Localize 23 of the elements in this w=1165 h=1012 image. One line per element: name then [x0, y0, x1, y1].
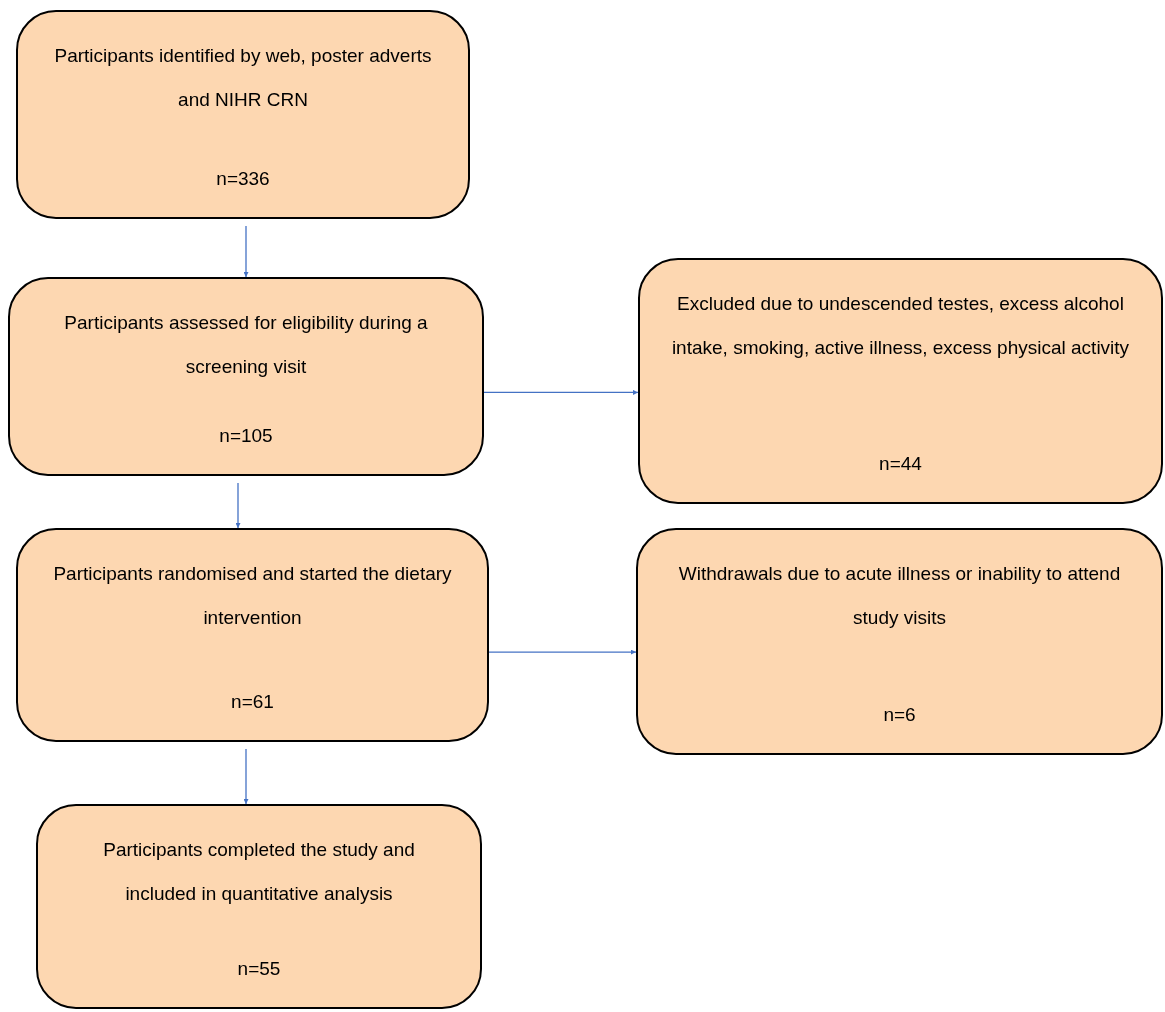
process-box — [16, 528, 489, 742]
count-text: n=105 — [219, 424, 273, 448]
arrow — [483, 389, 639, 395]
process-box — [8, 277, 484, 476]
count-text: n=336 — [216, 167, 270, 191]
box-text: Participants identified by web, poster adverts and NIHR CRN — [53, 44, 433, 112]
arrow — [243, 225, 249, 278]
box-text: Participants assessed for eligibility during a screening visit — [63, 311, 429, 379]
box-text: Participants completed the study and included in quantitative analysis — [102, 838, 416, 906]
arrow — [235, 482, 241, 529]
process-box — [16, 10, 470, 219]
count-text: n=44 — [879, 452, 922, 476]
count-text: n=6 — [883, 703, 916, 727]
count-text: n=61 — [231, 690, 274, 714]
process-box — [636, 528, 1163, 755]
process-box — [36, 804, 482, 1009]
process-box — [638, 258, 1163, 504]
box-text: Excluded due to undescended testes, excess alcohol intake, smoking, active illness, excess physical activity — [670, 292, 1131, 360]
count-text: n=55 — [237, 957, 281, 981]
arrow — [488, 649, 637, 655]
arrow — [243, 748, 249, 805]
box-text: Withdrawals due to acute illness or inability to attend study visits — [677, 562, 1122, 630]
box-text: Participants randomised and started the dietary intervention — [52, 562, 453, 630]
